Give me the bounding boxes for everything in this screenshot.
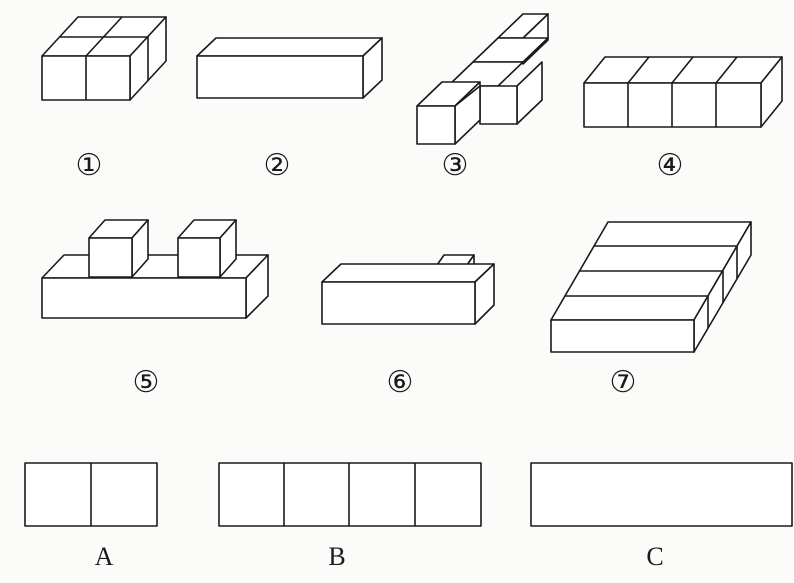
view-c [530,462,793,527]
view-a [24,462,158,527]
figure-label-3: ③ [441,149,469,182]
view-label-a: A [94,542,114,571]
figure-label-6: ⑥ [386,366,414,399]
view-b [218,462,482,527]
solid-4 [583,56,783,128]
figure-label-2: ② [263,149,291,182]
solid-7 [550,221,752,353]
figure-label-5: ⑤ [132,366,160,399]
figure-label-1: ① [75,149,103,182]
solid-5 [41,219,269,319]
figure-label-7: ⑦ [609,366,637,399]
view-label-c: C [646,542,664,571]
figure-label-4: ④ [656,149,684,182]
solid-6 [321,254,495,325]
solid-1 [41,16,167,101]
view-label-b: B [328,542,346,571]
solid-3 [416,13,549,145]
solid-2 [196,37,383,99]
